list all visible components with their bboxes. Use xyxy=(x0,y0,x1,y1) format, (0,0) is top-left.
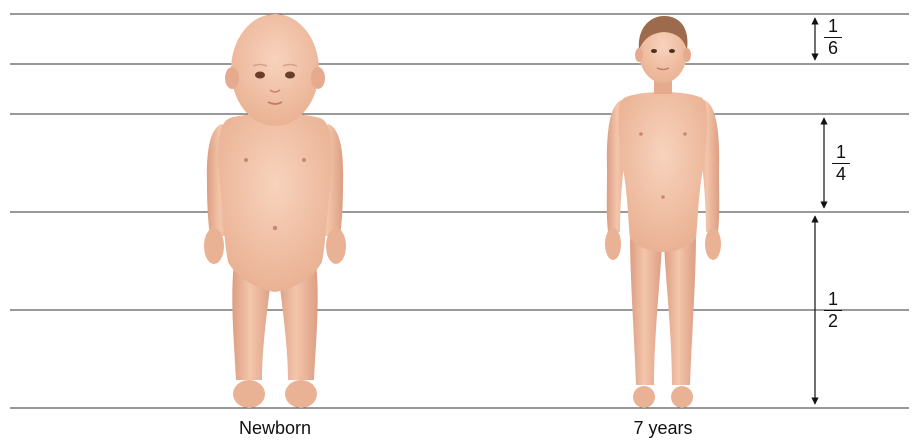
trunk-fraction: 1 4 xyxy=(830,143,852,184)
newborn-torso xyxy=(218,114,332,293)
newborn-left-nipple xyxy=(244,158,248,162)
child-right-foot xyxy=(671,386,693,408)
newborn-right-eye xyxy=(285,72,295,79)
trunk-fraction-denominator: 4 xyxy=(836,164,846,184)
newborn-figure xyxy=(204,14,346,408)
newborn-right-hand xyxy=(326,228,346,264)
newborn-right-ear xyxy=(311,67,325,89)
child-left-eye xyxy=(651,49,657,53)
newborn-left-hand xyxy=(204,228,224,264)
child-right-leg xyxy=(664,232,696,385)
legs-fraction: 1 2 xyxy=(822,290,844,331)
child-left-ear xyxy=(635,48,643,62)
newborn-right-nipple xyxy=(302,158,306,162)
newborn-left-foot xyxy=(233,380,265,408)
head-fraction: 1 6 xyxy=(822,17,844,58)
child-right-ear xyxy=(683,48,691,62)
proportion-arrows xyxy=(815,18,824,404)
seven-years-caption: 7 years xyxy=(563,418,763,439)
legs-fraction-denominator: 2 xyxy=(828,311,838,331)
child-left-foot xyxy=(633,386,655,408)
trunk-fraction-numerator: 1 xyxy=(836,142,846,162)
child-torso xyxy=(619,92,708,252)
child-right-eye xyxy=(669,49,675,53)
head-fraction-denominator: 6 xyxy=(828,38,838,58)
child-right-nipple xyxy=(683,132,687,136)
child-left-leg xyxy=(630,232,662,385)
newborn-left-ear xyxy=(225,67,239,89)
legs-fraction-numerator: 1 xyxy=(828,289,838,309)
newborn-head xyxy=(231,14,319,126)
head-fraction-numerator: 1 xyxy=(828,16,838,36)
child-left-nipple xyxy=(639,132,643,136)
newborn-left-eye xyxy=(255,72,265,79)
child-left-hand xyxy=(605,228,621,260)
newborn-navel xyxy=(273,226,277,230)
reference-lines xyxy=(10,14,909,408)
child-navel xyxy=(661,195,665,199)
newborn-caption: Newborn xyxy=(175,418,375,439)
child-right-hand xyxy=(705,228,721,260)
newborn-right-foot xyxy=(285,380,317,408)
